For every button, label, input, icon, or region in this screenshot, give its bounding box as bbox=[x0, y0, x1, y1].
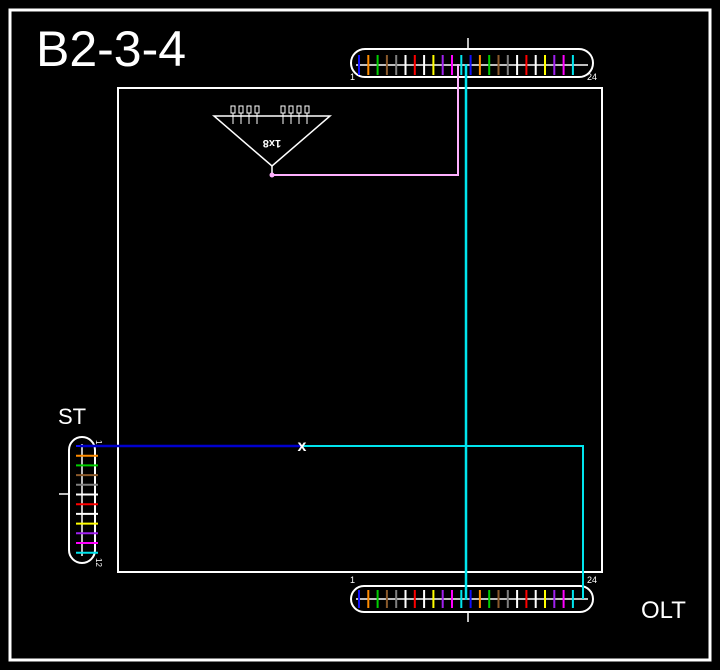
bottom-connector-port-first: 1 bbox=[350, 575, 355, 585]
splitter-link bbox=[272, 64, 459, 176]
splice-marker: x bbox=[298, 438, 307, 455]
bottom-connector: 1 24 bbox=[350, 575, 597, 622]
page-title: B2-3-4 bbox=[36, 21, 187, 77]
splitter-output-port-7 bbox=[296, 105, 302, 114]
splitter-output-port-6 bbox=[288, 105, 294, 114]
cabinet-box bbox=[117, 87, 603, 573]
splitter-label: 1x8 bbox=[263, 137, 281, 149]
top-connector-port-first: 1 bbox=[350, 72, 355, 82]
cyan-link bbox=[302, 445, 584, 599]
st-label: ST bbox=[58, 404, 87, 429]
top-connector: 1 24 bbox=[350, 38, 597, 82]
splitter-output-port-2 bbox=[238, 105, 244, 114]
bottom-connector-port-last: 24 bbox=[587, 575, 597, 585]
splitter-output-port-5 bbox=[280, 105, 286, 114]
olt-label: OLT bbox=[641, 597, 686, 624]
st-connector-port-last: 12 bbox=[94, 558, 103, 567]
outer-frame bbox=[8, 8, 712, 662]
splitter-output-port-4 bbox=[254, 105, 260, 114]
st-connector: 1 12 bbox=[59, 436, 103, 567]
splitter-1x8: 1x8 bbox=[211, 105, 333, 175]
st-connector-port-first: 1 bbox=[94, 440, 103, 445]
top-connector-port-last: 24 bbox=[587, 72, 597, 82]
splitter-output-port-1 bbox=[230, 105, 236, 114]
splitter-output-port-3 bbox=[246, 105, 252, 114]
splitter-output-port-8 bbox=[304, 105, 310, 114]
splitter-link-node bbox=[269, 172, 275, 178]
